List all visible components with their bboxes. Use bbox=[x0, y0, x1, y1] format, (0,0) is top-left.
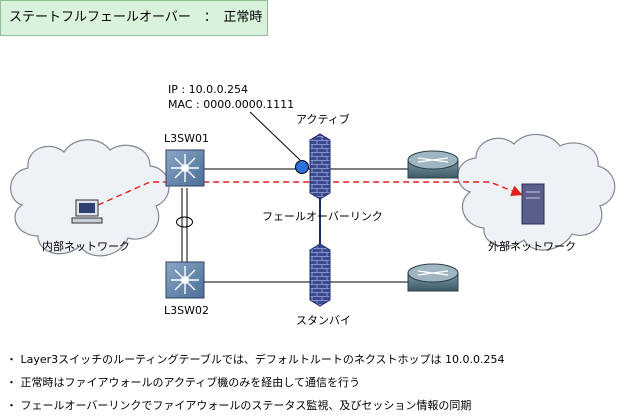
internal-cloud bbox=[10, 139, 170, 257]
etherchannel-marker bbox=[176, 216, 193, 228]
firewall-icon bbox=[309, 243, 331, 307]
pc-icon bbox=[71, 199, 103, 224]
diagram-title: ステートフルフェールオーバー ： 正常時 bbox=[0, 0, 268, 36]
router-icon bbox=[407, 263, 459, 292]
bullet-mark: ・ bbox=[6, 353, 17, 366]
vip-pointer-line bbox=[249, 111, 301, 161]
switch-top-label: L3SW01 bbox=[164, 132, 209, 145]
notes-list: ・ Layer3スイッチのルーティングテーブルでは、デフォルトルートのネクストホ… bbox=[6, 348, 505, 417]
mac-address-label: MAC : 0000.0000.1111 bbox=[168, 98, 295, 111]
external-network-label: 外部ネットワーク bbox=[488, 240, 576, 253]
router-icon bbox=[407, 150, 459, 179]
active-firewall-label: アクティブ bbox=[296, 113, 350, 126]
note-item: ・ フェールオーバーリンクでファイアウォールのステータス監視、及びセッション情報… bbox=[6, 399, 472, 412]
note-item: ・ Layer3スイッチのルーティングテーブルでは、デフォルトルートのネクストホ… bbox=[6, 353, 505, 366]
bullet-mark: ・ bbox=[6, 376, 17, 389]
virtual-ip-marker bbox=[295, 160, 309, 174]
firewall-icon bbox=[309, 133, 331, 200]
note-item: ・ 正常時はファイアウォールのアクティブ機のみを経由して通信を行う bbox=[6, 376, 360, 389]
l3-switch-icon bbox=[165, 261, 205, 299]
switch-bottom-label: L3SW02 bbox=[164, 304, 209, 317]
bullet-mark: ・ bbox=[6, 399, 17, 412]
links bbox=[181, 168, 408, 283]
standby-firewall-label: スタンバイ bbox=[296, 314, 351, 327]
failover-link-label: フェールオーバーリンク bbox=[262, 210, 383, 223]
traffic-flow-arrow bbox=[97, 181, 523, 206]
l3-switch-icon bbox=[165, 149, 205, 187]
internal-network-label: 内部ネットワーク bbox=[42, 240, 130, 253]
ip-address-label: IP : 10.0.0.254 bbox=[168, 83, 249, 96]
server-icon bbox=[521, 183, 545, 225]
